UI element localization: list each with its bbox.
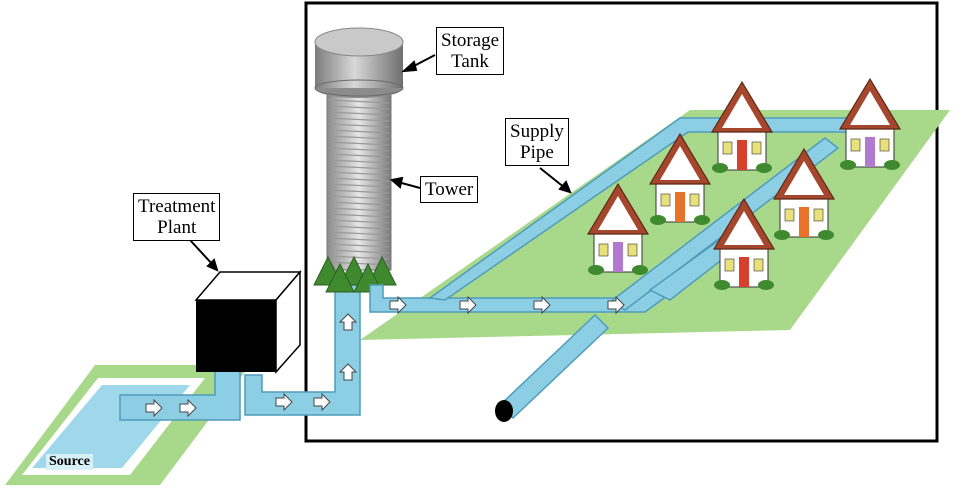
treatment-plant-label: Treatment Plant (133, 193, 221, 241)
treatment-plant (194, 269, 302, 374)
supply-pipe-label-line1: Supply (510, 121, 564, 142)
storage-tank-label-line2: Tank (451, 51, 489, 72)
house-icon (838, 77, 902, 170)
distribution-frame (304, 1, 939, 443)
arrow-icon (389, 295, 407, 315)
treatment-plant-label-line2: Plant (157, 217, 197, 238)
callout-arrows (189, 54, 572, 272)
supply-pipe-label: Supply Pipe (505, 118, 569, 166)
arrow-icon (607, 295, 625, 315)
house-icon (772, 147, 836, 240)
water-tower (314, 27, 404, 271)
house-icon (712, 197, 776, 290)
houses (586, 77, 902, 290)
arrow-icon (459, 295, 477, 315)
house-icon (710, 80, 774, 173)
source-pool (5, 365, 250, 485)
house-icon (586, 182, 650, 275)
tower-label: Tower (420, 176, 479, 203)
house-icon (648, 132, 712, 225)
arrow-icon (179, 398, 197, 418)
storage-tank-label: Storage Tank (436, 27, 505, 75)
supply-pipe-label-line2: Pipe (520, 142, 554, 163)
arrow-icon (145, 398, 163, 418)
tower-label-text: Tower (425, 179, 474, 200)
arrow-icon (533, 295, 551, 315)
tree-icon (325, 262, 355, 293)
arrow-icon (338, 363, 358, 381)
treatment-plant-label-line1: Treatment (138, 196, 216, 217)
flow-arrows (145, 295, 625, 418)
arrow-icon (338, 313, 358, 331)
arrow-icon (275, 392, 293, 412)
storage-tank-label-line1: Storage (441, 30, 500, 51)
arrow-icon (313, 392, 331, 412)
pipe-end-opening (495, 400, 513, 422)
source-label: Source (46, 454, 93, 470)
